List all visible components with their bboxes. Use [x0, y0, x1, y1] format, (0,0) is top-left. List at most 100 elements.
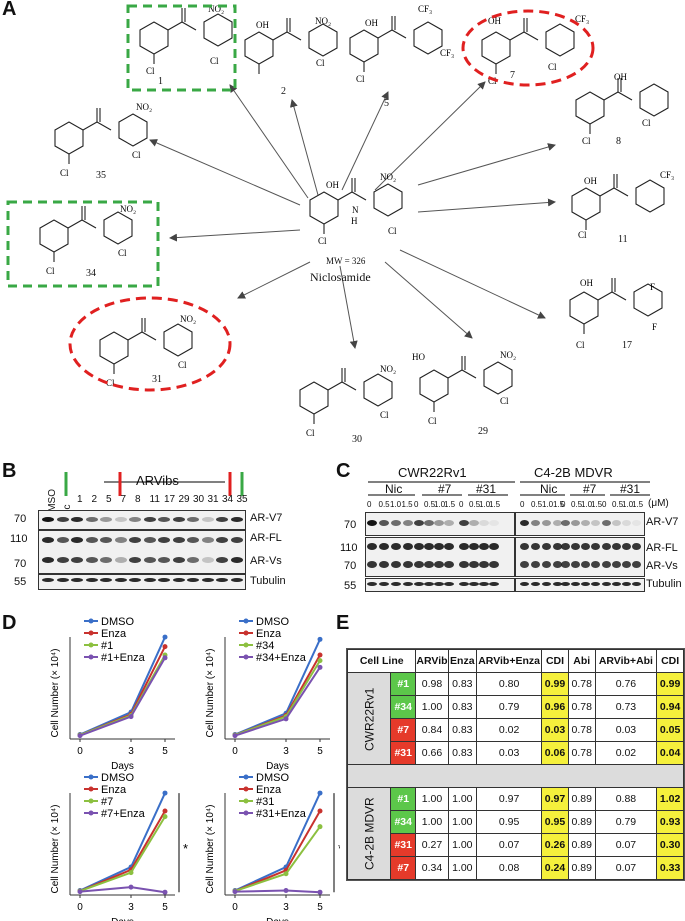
blot-band [444, 582, 454, 586]
table-cell: 0.89 [567, 787, 596, 811]
compound-id: #34 [389, 810, 417, 834]
blot-band [434, 582, 444, 586]
blot-band [158, 557, 170, 563]
svg-text:H: H [351, 216, 358, 226]
c-trt-31-1: #31 [476, 482, 497, 496]
blot-band [571, 520, 580, 526]
panel-c-unit: (μM) [648, 498, 669, 509]
dose-label: 0.5 [424, 500, 436, 509]
svg-text:Cl: Cl [118, 248, 127, 258]
svg-text:Cl: Cl [642, 118, 651, 128]
blot-band [143, 537, 156, 543]
table-cell: 0.89 [567, 810, 596, 834]
data-point [317, 636, 323, 642]
blot-band [100, 537, 112, 543]
table-cell: 1.00 [447, 833, 478, 857]
panel-b-lane-label: 35 [236, 494, 248, 505]
svg-text:Cl: Cl [146, 66, 155, 76]
legend-marker [243, 630, 249, 636]
svg-text:NO₂: NO₂ [315, 16, 331, 26]
series-line [234, 826, 321, 893]
x-tick-label: 3 [283, 902, 289, 913]
panel-d-letter: D [2, 612, 17, 634]
blot-band [172, 537, 185, 543]
c-trt-nic-1: Nic [385, 482, 403, 496]
compound-label-5: 5 [384, 98, 389, 109]
blot-band [520, 520, 529, 526]
blot-band [479, 560, 489, 568]
blot-band [114, 578, 127, 582]
svg-text:Cl: Cl [488, 76, 497, 86]
blot-band [143, 578, 156, 582]
blot-band [85, 578, 98, 582]
table-cell: 0.07 [476, 833, 543, 857]
dose-label: 0.5 [469, 500, 481, 509]
table-cell: 0.04 [656, 741, 684, 765]
blot-band [56, 537, 69, 543]
dose-label: 1.5 [632, 500, 644, 509]
blot-band [100, 578, 112, 582]
blot-band [459, 542, 469, 550]
panel-a-letter: A [2, 0, 17, 20]
blot-band [114, 557, 127, 563]
svg-text:Cl: Cl [356, 74, 365, 84]
dose-label: 1.0 [434, 500, 446, 509]
legend-marker [88, 642, 94, 648]
table-cell: 1.00 [415, 787, 449, 811]
svg-text:NO₂: NO₂ [380, 172, 396, 182]
group-separator [347, 764, 684, 788]
blot-band [158, 578, 170, 582]
data-point [317, 808, 323, 814]
table-cell: 0.06 [541, 741, 569, 765]
data-point [283, 888, 289, 894]
x-tick-label: 5 [162, 746, 168, 757]
x-tick-label: 5 [317, 902, 323, 913]
compound-id: #34 [389, 695, 417, 719]
blot-band [553, 582, 562, 586]
blot-band [622, 582, 631, 586]
blot-band [129, 537, 141, 543]
blot-band [479, 542, 489, 550]
table-header-cell: CDI [541, 649, 569, 673]
panel-c-letter: C [336, 460, 351, 482]
svg-text:OH: OH [365, 18, 378, 28]
blot-band [602, 542, 611, 550]
y-axis-label: Cell Number (× 10⁴) [50, 804, 61, 893]
c-trt-7-2: #7 [583, 482, 597, 496]
blot-band [172, 578, 185, 582]
svg-text:OH: OH [326, 180, 339, 190]
legend-label: DMSO [256, 616, 289, 628]
blot-band [129, 516, 141, 522]
blot-band [216, 557, 228, 563]
niclosamide-mw: MW = 326 [326, 256, 366, 266]
table-cell: 0.89 [567, 833, 596, 857]
row-c-fl: AR-FL [646, 542, 678, 554]
svg-text:Cl: Cl [60, 168, 69, 178]
panel-b-letter: B [2, 460, 17, 482]
legend-label: Enza [256, 628, 282, 640]
table-header-cell: CDI [656, 649, 684, 673]
table-cell: 0.03 [541, 718, 569, 742]
blot-band [479, 520, 489, 526]
svg-text:Cl: Cl [132, 150, 141, 160]
blot-band [403, 520, 413, 526]
blot-band [591, 560, 600, 568]
blot-c2-tub [515, 578, 645, 592]
svg-text:Cl: Cl [576, 340, 585, 350]
dose-label: 1.0 [390, 500, 402, 509]
table-header-cell: Cell Line [346, 649, 417, 673]
blot-band [100, 516, 112, 522]
dose-label: 1.5 [444, 500, 456, 509]
marker-b-55: 55 [14, 576, 27, 588]
compound-label-2: 2 [281, 86, 286, 97]
table-cell: 0.07 [594, 856, 658, 880]
x-tick-label: 3 [283, 746, 289, 757]
blot-band [414, 582, 424, 586]
svg-text:Cl: Cl [210, 56, 219, 66]
dose-label: 1.0 [581, 500, 593, 509]
